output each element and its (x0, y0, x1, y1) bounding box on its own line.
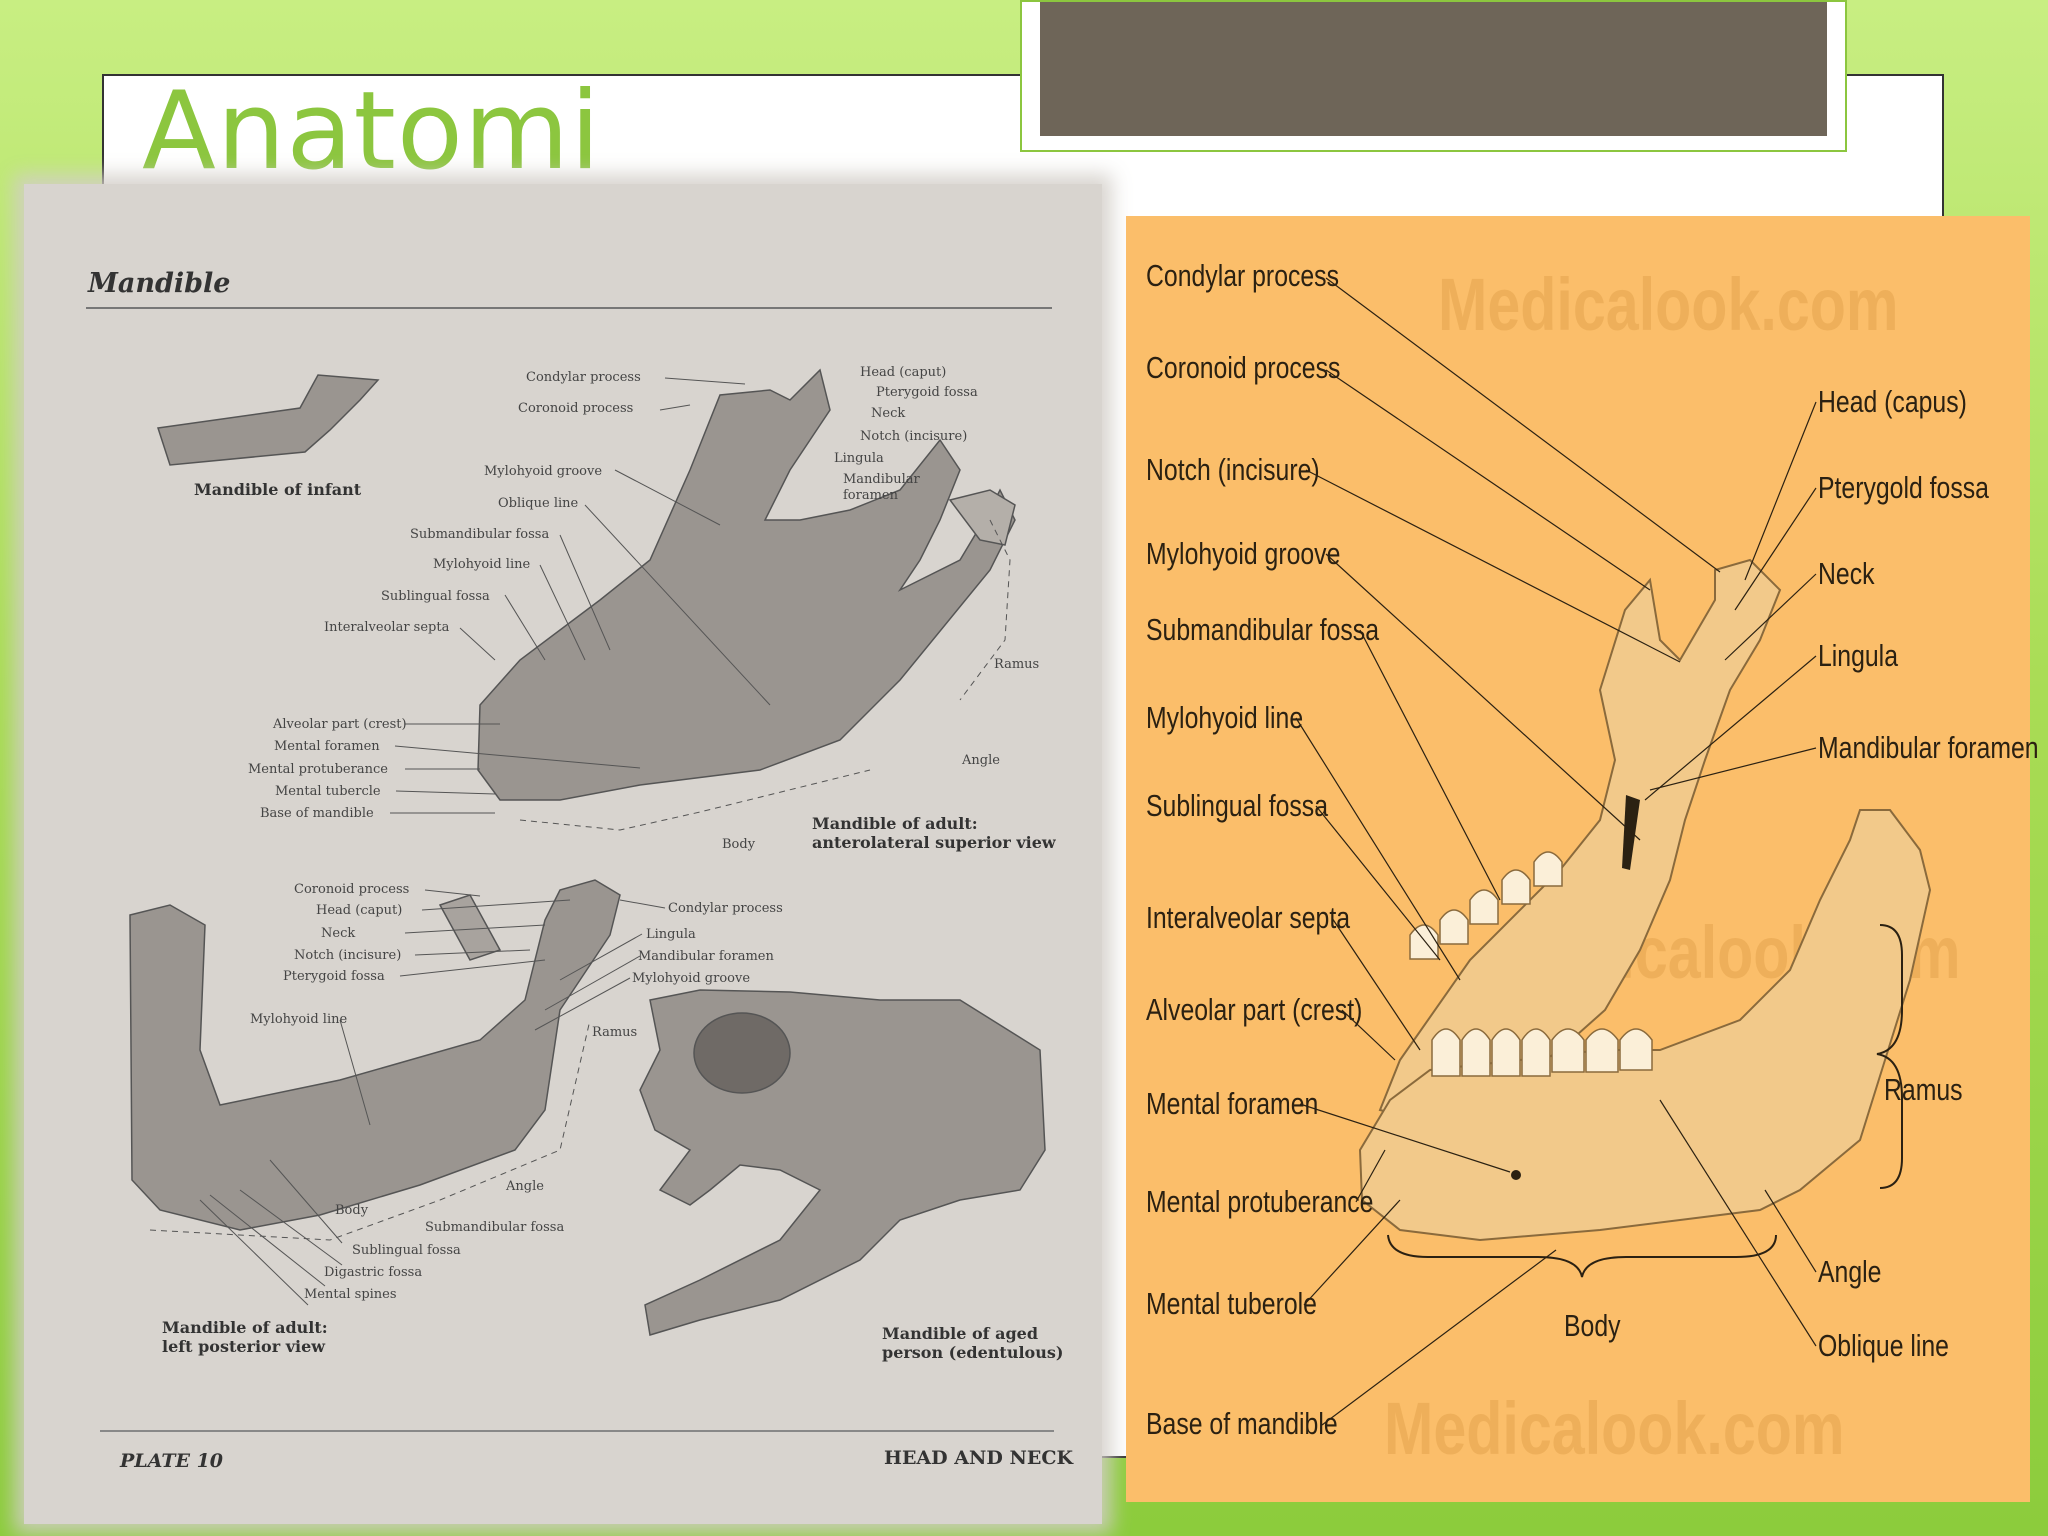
plate-header-rule (86, 307, 1052, 309)
label-ramus-view1: Ramus (994, 657, 1040, 672)
plate-footer-rule (100, 1430, 1054, 1432)
label-pterygoid-fossa: Pterygoid fossa (876, 385, 978, 400)
plate-header: Mandible (88, 268, 231, 299)
dlabel-mylohyoid-line: Mylohyoid line (1146, 700, 1304, 735)
dlabel-interalveolar-septa: Interalveolar septa (1146, 900, 1351, 935)
caption-view2-line1: Mandible of adult: (162, 1318, 328, 1337)
dlabel-condylar-process: Condylar process (1146, 258, 1339, 293)
label-lingula-2: Lingula (646, 927, 696, 942)
dlabel-submandibular-fossa: Submandibular fossa (1146, 612, 1379, 647)
label-foramen: foramen (843, 488, 898, 503)
caption-view1-line2: anterolateral superior view (812, 833, 1056, 852)
dlabel-base-of-mandible: Base of mandible (1146, 1406, 1338, 1441)
dlabel-neck: Neck (1818, 556, 1875, 591)
label-head-caput-2: Head (caput) (316, 903, 403, 918)
label-neck-2: Neck (321, 926, 356, 941)
label-coronoid-process: Coronoid process (518, 401, 634, 416)
caption-view1-line1: Mandible of adult: (812, 814, 978, 833)
label-coronoid-process-2: Coronoid process (294, 882, 410, 897)
dlabel-notch-incisure: Notch (incisure) (1146, 452, 1320, 487)
dlabel-pterygoid-fossa: Pterygold fossa (1818, 470, 1989, 505)
label-mylohyoid-line: Mylohyoid line (433, 557, 531, 572)
dlabel-lingula: Lingula (1818, 638, 1898, 673)
label-submandibular-fossa-2: Submandibular fossa (425, 1220, 565, 1235)
dlabel-mandibular-foramen: Mandibular foramen (1818, 730, 2039, 765)
label-sublingual-fossa: Sublingual fossa (381, 589, 490, 604)
label-mylohyoid-groove-2: Mylohyoid groove (632, 971, 751, 986)
dlabel-sublingual-fossa: Sublingual fossa (1146, 788, 1328, 823)
dlabel-oblique-line: Oblique line (1818, 1328, 1949, 1363)
watermark-bottom: Medicalook.com (1384, 1387, 1845, 1470)
dlabel-mylohyoid-groove: Mylohyoid groove (1146, 536, 1341, 571)
dlabel-mental-protuberance: Mental protuberance (1146, 1184, 1374, 1219)
label-pterygoid-fossa-2: Pterygoid fossa (283, 969, 385, 984)
dlabel-ramus: Ramus (1884, 1072, 1963, 1107)
label-mental-foramen: Mental foramen (274, 739, 380, 754)
label-condylar-process-2: Condylar process (668, 901, 783, 916)
dlabel-head-capus: Head (capus) (1818, 384, 1967, 419)
dlabel-body: Body (1564, 1308, 1621, 1343)
label-angle-view2: Angle (506, 1179, 544, 1194)
caption-view2: Mandible of adult: left posterior view (162, 1318, 328, 1356)
label-digastric-fossa: Digastric fossa (324, 1265, 423, 1280)
label-neck: Neck (871, 406, 906, 421)
plate-footer-left: PLATE 10 (120, 1450, 224, 1472)
image-placeholder (1040, 2, 1827, 136)
label-mylohyoid-line-2: Mylohyoid line (250, 1012, 348, 1027)
label-mylohyoid-groove: Mylohyoid groove (484, 464, 603, 479)
label-base-of-mandible: Base of mandible (260, 806, 374, 821)
label-mental-protuberance: Mental protuberance (248, 762, 388, 777)
caption-view3: Mandible of aged person (edentulous) (882, 1324, 1063, 1362)
label-mandibular: Mandibular (843, 472, 920, 487)
label-interalveolar-septa: Interalveolar septa (324, 620, 450, 635)
caption-view2-line2: left posterior view (162, 1337, 326, 1356)
image-placeholder-frame (1020, 0, 1847, 152)
label-oblique-line: Oblique line (498, 496, 579, 511)
label-body-view1: Body (722, 837, 756, 852)
dlabel-coronoid-process: Coronoid process (1146, 350, 1341, 385)
label-mental-tubercle: Mental tubercle (275, 784, 381, 799)
label-notch-incisure: Notch (incisure) (860, 429, 968, 444)
caption-view3-line1: Mandible of aged (882, 1324, 1039, 1343)
label-alveolar-part: Alveolar part (crest) (273, 717, 407, 732)
label-sublingual-fossa-2: Sublingual fossa (352, 1243, 461, 1258)
dlabel-mental-foramen: Mental foramen (1146, 1086, 1319, 1121)
watermark-middle: Medicalook.com (1500, 911, 1961, 994)
dlabel-alveolar-part: Alveolar part (crest) (1146, 992, 1363, 1027)
label-submandibular-fossa: Submandibular fossa (410, 527, 550, 542)
label-lingula: Lingula (834, 451, 884, 466)
label-notch-incisure-2: Notch (incisure) (294, 948, 402, 963)
caption-view1: Mandible of adult: anterolateral superio… (812, 814, 1056, 852)
dlabel-angle: Angle (1818, 1254, 1882, 1289)
plate-footer-right: HEAD AND NECK (884, 1447, 1073, 1469)
label-condylar-process: Condylar process (526, 370, 641, 385)
slide-title: Anatomi (142, 69, 602, 194)
label-head-caput: Head (caput) (860, 365, 947, 380)
dlabel-mental-tuberole: Mental tuberole (1146, 1286, 1317, 1321)
label-mandibular-foramen-2: Mandibular foramen (638, 949, 774, 964)
caption-infant: Mandible of infant (194, 480, 362, 499)
label-angle-view1: Angle (962, 753, 1000, 768)
label-mental-spines: Mental spines (304, 1287, 397, 1302)
label-ramus-view2: Ramus (592, 1025, 638, 1040)
label-body-view2: Body (335, 1203, 369, 1218)
watermark-top: Medicalook.com (1438, 263, 1899, 346)
caption-view3-line2: person (edentulous) (882, 1343, 1064, 1362)
